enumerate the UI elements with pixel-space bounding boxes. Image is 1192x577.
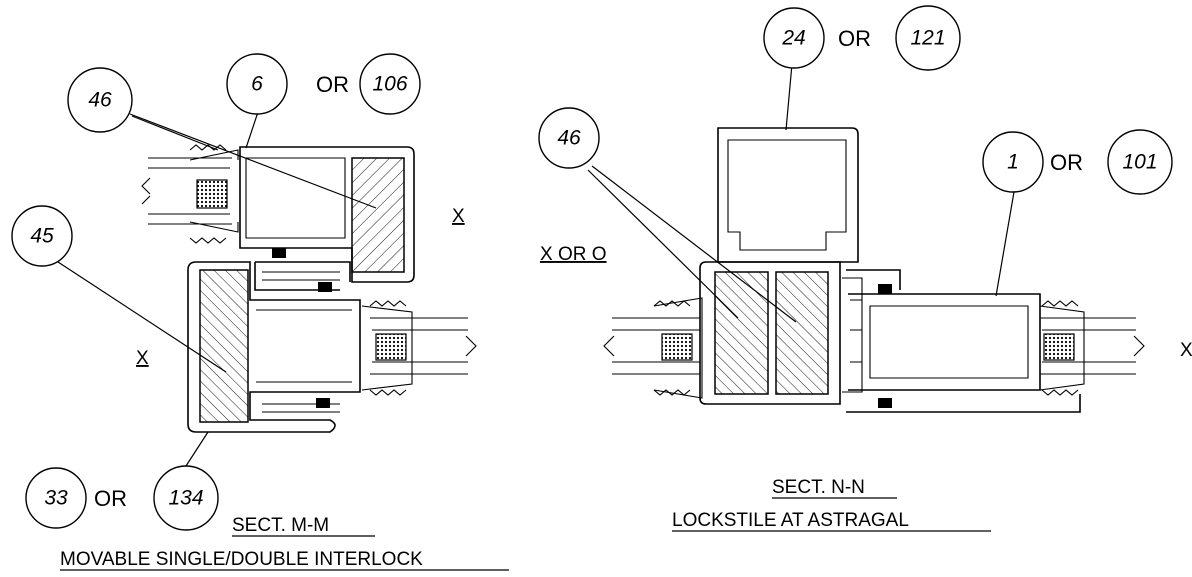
callout-6 [226, 53, 288, 115]
callout-1 [982, 131, 1044, 193]
or-label-24-121: OR [838, 26, 871, 51]
x-label-right-cut: X [1180, 340, 1192, 361]
or-label-33-134: OR [94, 486, 127, 511]
x-label-lower: X [136, 348, 149, 369]
callout-45 [11, 205, 73, 267]
callout-46-left-text: 46 [88, 89, 112, 112]
x-label-upper: X [452, 206, 465, 227]
callout-46-right [538, 107, 600, 169]
or-label-1-101: OR [1050, 150, 1083, 175]
callout-6-text: 6 [251, 73, 263, 96]
section-mm-drawing [141, 144, 477, 433]
section-mm-subtitle: MOVABLE SINGLE/DOUBLE INTERLOCK [60, 549, 423, 570]
callout-106-text: 106 [372, 73, 407, 96]
section-nn-title: SECT. N-N [772, 477, 865, 498]
callout-134-text: 134 [168, 487, 203, 510]
callout-121-text: 121 [910, 27, 945, 50]
callout-1-text: 1 [1007, 151, 1019, 174]
callout-101 [1107, 129, 1173, 195]
callout-46-right-text: 46 [557, 127, 581, 150]
section-nn-subtitle: LOCKSTILE AT ASTRAGAL [672, 510, 909, 531]
callout-33 [25, 467, 87, 529]
callout-101-text: 101 [1122, 151, 1157, 174]
section-nn-drawing [603, 127, 1145, 413]
callout-46-left [67, 67, 133, 133]
section-mm-title: SECT. M-M [232, 515, 329, 536]
callout-24-text: 24 [781, 27, 805, 50]
callout-33-text: 33 [44, 487, 68, 510]
callout-106 [359, 53, 421, 115]
or-label-6-106: OR [316, 72, 349, 97]
callout-121 [895, 5, 961, 71]
callout-45-text: 45 [30, 225, 54, 248]
callout-24 [763, 7, 825, 69]
x-or-o-label: X OR O [540, 244, 607, 265]
